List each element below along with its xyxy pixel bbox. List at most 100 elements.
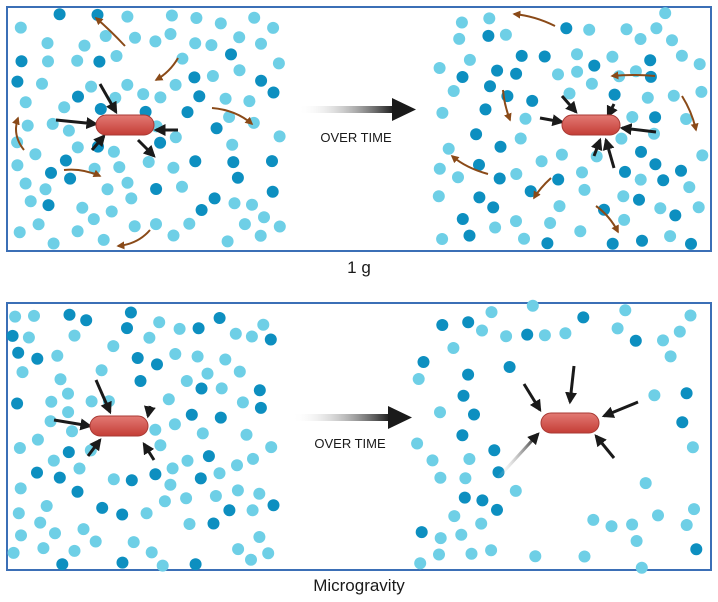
- molecule-1g-start: [113, 161, 126, 174]
- molecule-micro-start: [264, 333, 277, 346]
- molecule-1g-start: [226, 138, 239, 151]
- molecule-micro-start: [231, 484, 244, 497]
- molecule-1g-end: [650, 22, 663, 35]
- molecule-micro-end: [676, 416, 689, 429]
- caption-microgravity: Microgravity: [313, 576, 405, 595]
- molecule-1g-start: [248, 11, 261, 24]
- molecule-1g-end: [456, 213, 469, 225]
- molecule-1g-end: [644, 54, 657, 67]
- molecule-1g-end: [634, 33, 647, 45]
- molecule-1g-end: [538, 50, 551, 63]
- molecule-1g-end: [519, 112, 532, 125]
- molecule-micro-start: [173, 322, 186, 335]
- molecule-micro-end: [417, 356, 430, 368]
- molecule-1g-start: [46, 117, 59, 130]
- molecule-1g-end: [578, 183, 591, 196]
- molecule-micro-end: [626, 518, 639, 531]
- molecule-1g-start: [266, 185, 279, 198]
- molecule-1g-end: [493, 172, 506, 185]
- molecule-micro-end: [605, 520, 618, 533]
- molecule-micro-start: [47, 454, 60, 467]
- molecule-micro-start: [96, 501, 109, 514]
- molecule-1g-start: [238, 218, 251, 231]
- molecule-micro-start: [149, 468, 162, 481]
- molecule-1g-end: [675, 49, 688, 62]
- molecule-micro-start: [247, 452, 259, 465]
- molecule-1g-start: [167, 161, 180, 174]
- molecule-1g-end: [510, 215, 522, 228]
- molecule-1g-end: [696, 149, 709, 162]
- molecule-1g-start: [14, 21, 27, 34]
- molecule-micro-start: [140, 507, 153, 520]
- molecule-1g-start: [36, 77, 48, 90]
- molecule-micro-end: [475, 517, 488, 530]
- molecule-1g-end: [620, 23, 633, 36]
- molecule-1g-end: [452, 171, 464, 184]
- molecule-1g-start: [19, 177, 32, 190]
- molecule-1g-end: [526, 94, 539, 107]
- molecule-micro-start: [62, 387, 74, 400]
- molecule-1g-end: [442, 142, 455, 155]
- molecule-micro-end: [680, 519, 693, 531]
- molecule-1g-end: [552, 173, 565, 186]
- molecule-micro-start: [131, 352, 144, 364]
- over-time-arrow-1g: [298, 98, 416, 121]
- molecule-1g-start: [189, 155, 202, 168]
- molecule-micro-end: [447, 342, 460, 354]
- molecule-1g-start: [214, 17, 227, 30]
- cell-micro-start: [89, 415, 149, 437]
- molecule-micro-end: [476, 324, 488, 337]
- molecule-1g-start: [195, 204, 208, 216]
- molecule-micro-end: [455, 528, 468, 541]
- molecule-1g-start: [24, 195, 37, 208]
- molecule-1g-end: [453, 32, 466, 45]
- molecule-1g-end: [455, 16, 468, 29]
- molecule-1g-end: [685, 237, 697, 250]
- molecule-1g-start: [205, 39, 218, 52]
- molecule-1g-end: [544, 217, 557, 229]
- molecule-micro-end: [639, 477, 652, 490]
- molecule-micro-end: [688, 503, 700, 516]
- molecule-micro-start: [22, 331, 35, 344]
- molecule-micro-start: [267, 499, 280, 512]
- molecule-micro-start: [124, 306, 137, 319]
- molecule-1g-end: [553, 200, 566, 213]
- molecule-1g-end: [675, 164, 687, 177]
- molecule-1g-end: [644, 70, 657, 83]
- molecule-1g-start: [206, 70, 219, 82]
- molecule-1g-start: [59, 154, 72, 167]
- molecule-micro-start: [201, 367, 214, 380]
- molecule-micro-start: [6, 329, 19, 342]
- molecule-1g-start: [47, 237, 60, 250]
- over-time-label-1g: OVER TIME: [320, 130, 392, 145]
- molecule-1g-end: [555, 148, 568, 161]
- molecule-micro-start: [31, 466, 43, 479]
- molecule-micro-end: [448, 510, 461, 523]
- molecule-1g-start: [267, 86, 280, 99]
- molecule-micro-start: [231, 459, 243, 472]
- molecule-1g-start: [255, 37, 267, 50]
- molecule-micro-start: [240, 428, 253, 441]
- over-time-arrow-microgravity: [292, 406, 412, 429]
- molecule-1g-end: [606, 50, 619, 63]
- cell-1g-end: [561, 114, 621, 136]
- molecule-micro-start: [180, 375, 193, 387]
- molecule-micro-start: [127, 536, 140, 549]
- molecule-micro-start: [168, 418, 181, 431]
- molecule-1g-end: [615, 132, 628, 145]
- molecule-1g-start: [121, 10, 134, 23]
- molecule-1g-start: [76, 201, 89, 214]
- molecule-1g-start: [210, 122, 223, 135]
- molecule-1g-start: [71, 225, 84, 238]
- molecule-1g-end: [447, 85, 460, 97]
- molecule-1g-start: [227, 156, 240, 169]
- molecule-micro-start: [13, 442, 26, 454]
- molecule-1g-start: [15, 55, 28, 68]
- molecule-micro-end: [577, 311, 590, 324]
- molecule-micro-start: [134, 375, 147, 387]
- molecule-micro-end: [457, 389, 470, 402]
- molecule-micro-end: [463, 453, 476, 465]
- molecule-1g-end: [433, 62, 446, 74]
- molecule-1g-start: [169, 78, 182, 91]
- molecule-1g-end: [608, 88, 621, 101]
